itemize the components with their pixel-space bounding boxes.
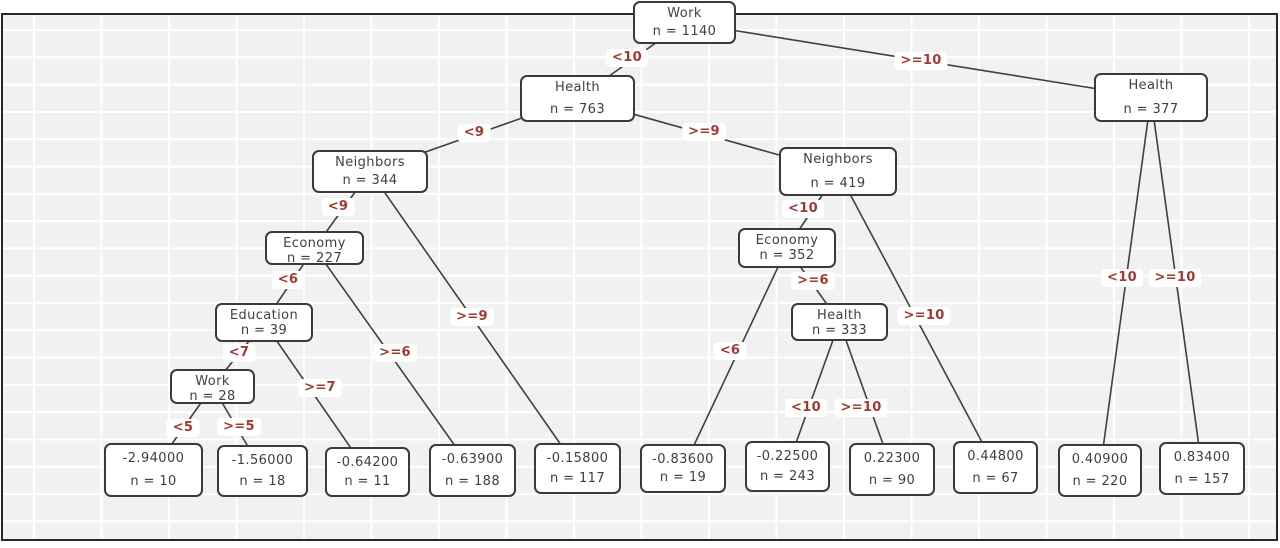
leaf-node: -1.56000 n = 18 xyxy=(217,445,308,497)
leaf-value: 0.44800 xyxy=(967,449,1024,464)
leaf-value: 0.40900 xyxy=(1071,452,1129,467)
edge-split-label: >=10 xyxy=(834,399,888,417)
leaf-node: -0.15800 n = 117 xyxy=(534,443,621,494)
leaf-value: -0.63900 xyxy=(441,452,504,467)
node-variable-label: Neighbors xyxy=(335,155,405,170)
node-count: n = 28 xyxy=(189,389,236,404)
leaf-node: -0.22500 n = 243 xyxy=(745,441,830,492)
edge-split-label: <10 xyxy=(606,49,648,67)
node-count: n = 39 xyxy=(240,323,288,338)
node-count: n = 67 xyxy=(972,471,1019,486)
edge-split-label: <6 xyxy=(713,342,747,360)
leaf-node: -0.63900 n = 188 xyxy=(429,444,516,497)
node-variable-label: Work xyxy=(667,6,702,21)
edge-split-label: <5 xyxy=(166,419,200,437)
leaf-node: 0.44800 n = 67 xyxy=(953,441,1038,494)
edge-split-label: >=6 xyxy=(791,272,835,290)
node-variable-label: Education xyxy=(229,308,299,323)
edge-split-label: >=9 xyxy=(682,123,726,141)
node-count: n = 18 xyxy=(239,474,286,489)
leaf-value: -0.83600 xyxy=(652,452,714,467)
node-count: n = 157 xyxy=(1174,472,1230,487)
tree-node: Health n = 377 xyxy=(1094,73,1208,122)
edge-split-label: <10 xyxy=(785,399,827,417)
edge-split-label: <9 xyxy=(457,124,491,142)
node-variable-label: Economy xyxy=(755,233,819,248)
node-count: n = 1140 xyxy=(652,24,717,39)
leaf-node: -2.94000 n = 10 xyxy=(104,443,203,497)
edge-split-label: <10 xyxy=(782,200,824,218)
node-variable-label: Health xyxy=(1128,78,1174,93)
node-count: n = 19 xyxy=(659,470,707,485)
node-count: n = 227 xyxy=(286,251,342,266)
edge-split-label: >=7 xyxy=(298,379,342,397)
node-variable-label: Work xyxy=(195,374,230,389)
node-count: n = 419 xyxy=(810,176,866,191)
edge-split-label: >=5 xyxy=(217,418,261,436)
edge-split-label: >=10 xyxy=(1148,269,1202,287)
leaf-node: 0.40900 n = 220 xyxy=(1058,444,1142,497)
node-count: n = 10 xyxy=(130,474,177,489)
leaf-node: 0.22300 n = 90 xyxy=(849,443,935,496)
node-count: n = 188 xyxy=(444,474,500,489)
leaf-node: 0.83400 n = 157 xyxy=(1159,442,1245,495)
leaf-value: 0.83400 xyxy=(1173,450,1231,465)
tree-node: Health n = 763 xyxy=(520,75,635,122)
edge-split-label: <9 xyxy=(321,198,355,216)
node-variable-label: Economy xyxy=(283,236,346,251)
node-variable-label: Health xyxy=(554,80,601,95)
edge-split-label: >=10 xyxy=(897,307,951,325)
edge-split-label: <7 xyxy=(222,344,256,362)
edge-split-label: >=9 xyxy=(450,308,494,326)
node-variable-label: Neighbors xyxy=(803,152,873,167)
node-count: n = 763 xyxy=(549,102,605,117)
node-variable-label: Health xyxy=(816,308,863,323)
node-count: n = 117 xyxy=(549,471,605,486)
tree-node: Neighbors n = 344 xyxy=(312,150,428,193)
leaf-value: -0.64200 xyxy=(336,455,399,470)
leaf-value: -1.56000 xyxy=(231,453,294,468)
node-count: n = 243 xyxy=(759,469,815,484)
node-count: n = 352 xyxy=(759,248,815,263)
leaf-value: -0.15800 xyxy=(546,451,609,466)
node-count: n = 333 xyxy=(811,323,867,338)
tree-node: Neighbors n = 419 xyxy=(779,147,897,196)
edge-split-label: >=6 xyxy=(373,344,417,362)
node-count: n = 90 xyxy=(868,473,916,488)
leaf-value: 0.22300 xyxy=(863,451,921,466)
leaf-node: -0.64200 n = 11 xyxy=(325,447,410,497)
leaf-value: -2.94000 xyxy=(122,451,185,466)
edge-split-label: <6 xyxy=(271,271,305,289)
plot-area xyxy=(1,13,1278,541)
leaf-node: -0.83600 n = 19 xyxy=(640,444,726,493)
tree-node: Work n = 1140 xyxy=(633,1,736,44)
node-count: n = 11 xyxy=(344,474,391,489)
node-count: n = 220 xyxy=(1072,474,1128,489)
edge-split-label: >=10 xyxy=(894,52,948,70)
node-count: n = 344 xyxy=(342,173,398,188)
node-count: n = 377 xyxy=(1123,102,1179,117)
leaf-value: -0.22500 xyxy=(756,449,819,464)
edge-split-label: <10 xyxy=(1101,269,1143,287)
